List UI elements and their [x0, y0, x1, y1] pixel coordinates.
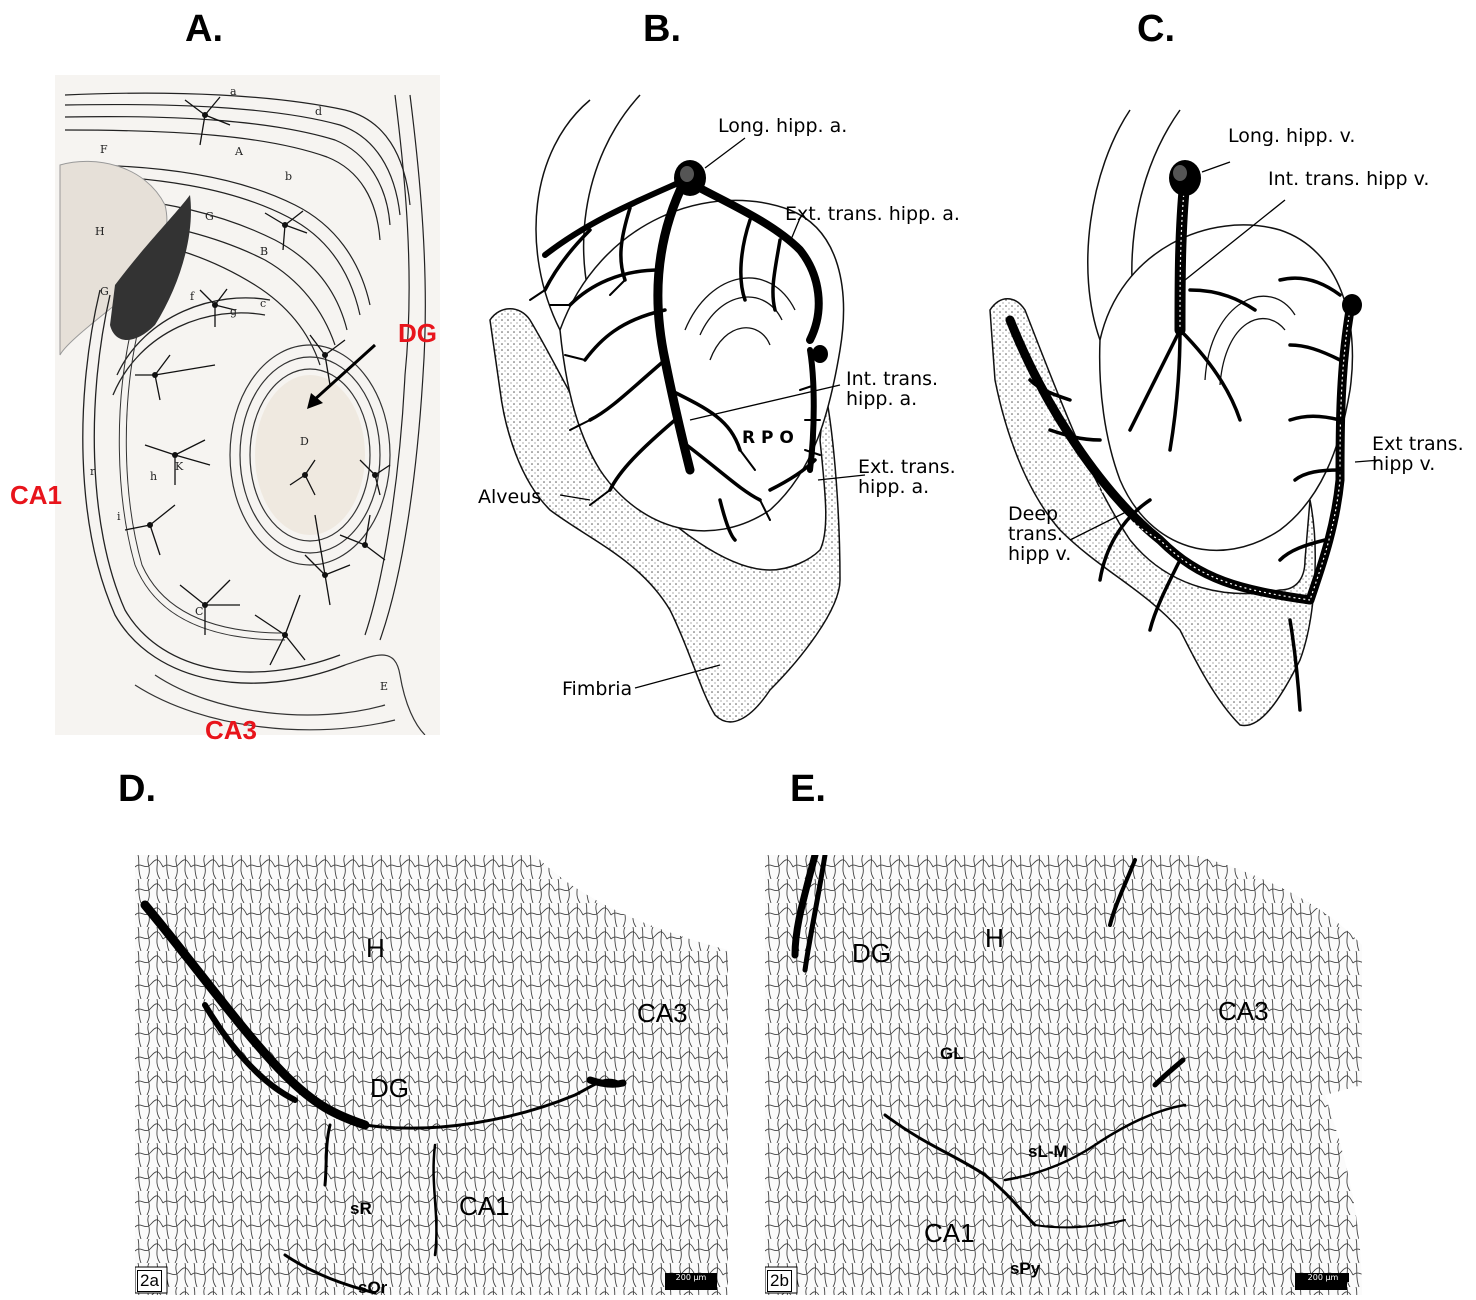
label-int-trans-hipp-v: Int. trans. hipp v. — [1268, 170, 1429, 190]
label-e-ca3: CA3 — [1218, 998, 1269, 1024]
hippocampus-neuron-illustration: HFa dAb BGG fgc DKh riC E — [55, 75, 440, 735]
svg-text:D: D — [300, 435, 309, 448]
label-long-hipp-a: Long. hipp. a. — [718, 117, 847, 137]
label-long-hipp-v: Long. hipp. v. — [1228, 127, 1355, 147]
hippocampal-veins-illustration — [980, 100, 1470, 730]
svg-text:c: c — [260, 297, 266, 310]
label-d-ca3: CA3 — [637, 1000, 688, 1026]
svg-text:h: h — [150, 470, 157, 483]
vascular-micrograph-2a — [135, 855, 728, 1295]
svg-text:a: a — [230, 85, 237, 98]
svg-text:b: b — [285, 170, 292, 183]
svg-text:F: F — [100, 143, 108, 156]
panel-e-micrograph — [765, 855, 1362, 1295]
label-ext-trans-hipp-a-right: Ext. trans. hipp. a. — [858, 458, 956, 498]
panel-b-letter: B. — [643, 10, 681, 48]
panel-d-letter: D. — [118, 770, 156, 808]
label-d-sor: sOr — [358, 1279, 387, 1296]
panel-c-letter: C. — [1137, 10, 1175, 48]
label-d-dg: DG — [370, 1075, 409, 1101]
label-e-gl: GL — [940, 1045, 964, 1062]
svg-text:H: H — [95, 225, 105, 238]
label-alveus: Alveus — [478, 488, 541, 508]
svg-text:i: i — [117, 510, 121, 523]
panel-e-scale-bar: 200 µm — [1297, 1273, 1349, 1282]
label-d-sr: sR — [350, 1200, 372, 1217]
svg-text:G: G — [100, 285, 109, 298]
svg-text:g: g — [230, 305, 237, 318]
label-e-h: H — [985, 925, 1004, 951]
svg-text:G: G — [205, 210, 214, 223]
panel-e-tag: 2b — [767, 1270, 792, 1292]
label-int-trans-hipp-a: Int. trans. hipp. a. — [846, 370, 938, 410]
label-e-slm: sL-M — [1028, 1143, 1068, 1160]
label-deep-trans-hipp-v: Deep trans. hipp v. — [1008, 505, 1071, 565]
svg-text:A: A — [234, 145, 244, 158]
hippocampal-arteries-illustration — [470, 90, 950, 730]
svg-text:d: d — [315, 105, 322, 118]
svg-text:C: C — [195, 605, 203, 618]
panel-d-micrograph — [135, 855, 728, 1295]
label-e-dg: DG — [852, 940, 891, 966]
panel-e-letter: E. — [790, 770, 826, 808]
svg-text:K: K — [175, 460, 184, 473]
vascular-micrograph-2b — [765, 855, 1362, 1295]
label-e-ca1: CA1 — [924, 1220, 975, 1246]
label-ca1-red: CA1 — [10, 480, 62, 511]
svg-text:E: E — [380, 680, 388, 693]
label-ca3-red: CA3 — [205, 715, 257, 746]
panel-d-scale-bar: 200 µm — [665, 1273, 717, 1282]
label-d-h: H — [366, 935, 385, 961]
label-fimbria: Fimbria — [562, 680, 632, 700]
label-dg-red: DG — [398, 318, 437, 349]
svg-text:B: B — [260, 245, 268, 258]
panel-a-letter: A. — [185, 10, 223, 48]
label-ext-trans-hipp-v: Ext trans. hipp v. — [1372, 435, 1464, 475]
label-ext-trans-hipp-a-top: Ext. trans. hipp. a. — [785, 205, 960, 225]
label-e-spy: sPy — [1010, 1260, 1040, 1277]
label-d-ca1: CA1 — [459, 1193, 510, 1219]
label-rpo: R P O — [742, 430, 794, 448]
svg-text:r: r — [90, 465, 96, 478]
panel-c-drawing — [980, 100, 1470, 730]
panel-d-tag: 2a — [137, 1270, 162, 1292]
panel-b-drawing — [470, 90, 950, 730]
